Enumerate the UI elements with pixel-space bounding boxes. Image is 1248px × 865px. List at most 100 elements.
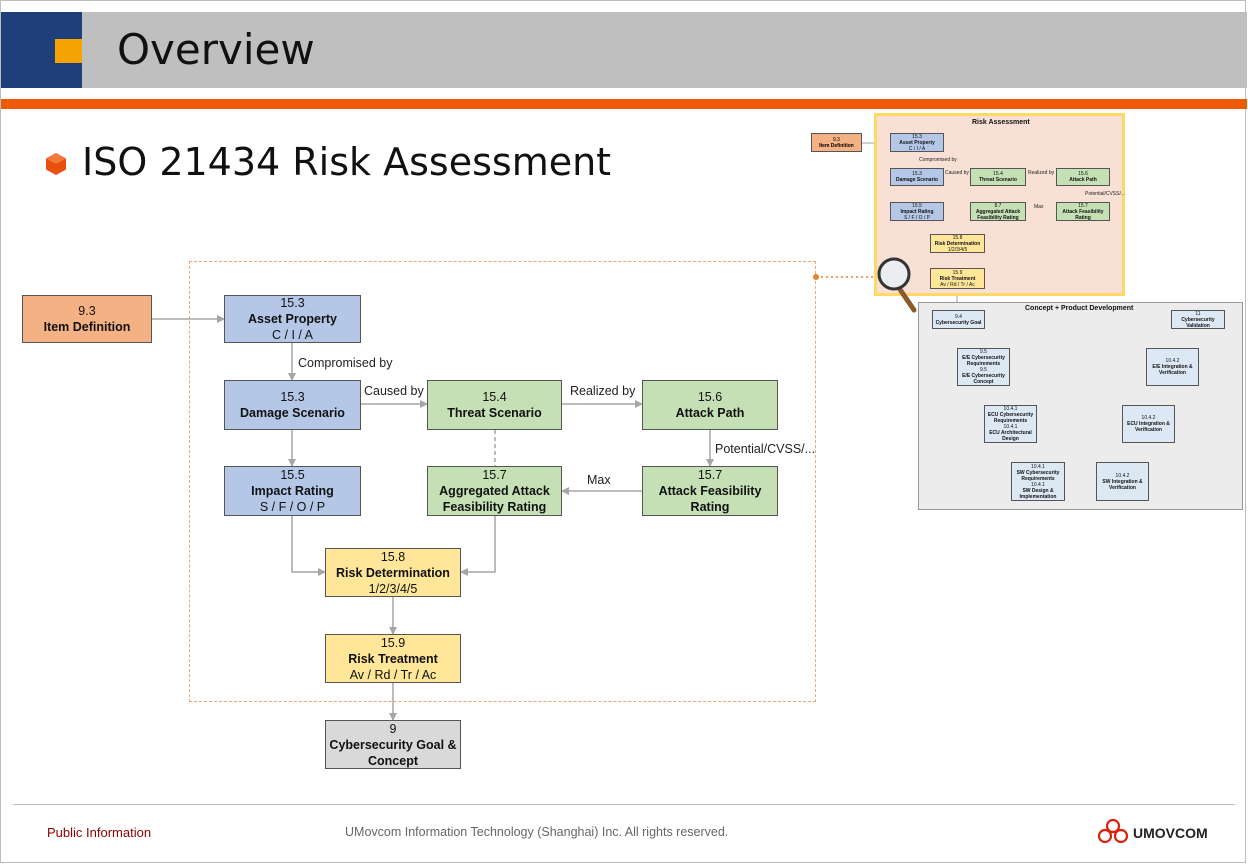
mini-node-threat-scenario: 15.4 Threat Scenario xyxy=(970,168,1026,186)
mini-node-name: SW Cybersecurity Requirements xyxy=(1016,469,1060,482)
mini-node-name: E/E Cybersecurity Concept xyxy=(962,373,1005,385)
node-asset-property: 15.3 Asset Property C / I / A xyxy=(224,295,361,343)
node-name: Risk Treatment xyxy=(348,651,438,666)
mini-node-name: Asset Property xyxy=(899,139,935,146)
mini-node-asset-property: 15.3 Asset Property C / I / A xyxy=(890,133,944,152)
node-attack-path: 15.6 Attack Path xyxy=(642,380,778,430)
mini-node-number: 9.5 xyxy=(980,367,987,373)
node-name: Attack Path xyxy=(675,406,745,420)
mini-concept-title: Concept + Product Development xyxy=(1025,305,1134,312)
node-name: Attack Feasibility Rating xyxy=(658,484,762,514)
mini-node-sw-integration: 10.4.2 SW Integration & Verification xyxy=(1096,462,1149,501)
magnifier-icon xyxy=(877,257,917,313)
node-sub: C / I / A xyxy=(272,328,313,342)
node-number: 15.5 xyxy=(280,468,305,482)
node-aggregated-attack-feasibility: 15.7 Aggregated Attack Feasibility Ratin… xyxy=(427,466,562,516)
node-item-definition: 9.3 Item Definition xyxy=(22,295,152,343)
node-name: Risk Determination xyxy=(336,565,450,580)
mini-node-name: ECU Cybersecurity Requirements xyxy=(987,412,1034,424)
mini-node-number: 10.4.1 xyxy=(1003,406,1018,412)
header-accent-square xyxy=(55,39,82,63)
node-number: 15.4 xyxy=(482,390,507,404)
mini-risk-title: Risk Assessment xyxy=(972,119,1030,126)
edge-aggregated-to-risk xyxy=(460,516,496,576)
mini-node-name: Item Definition xyxy=(819,142,854,149)
mini-node-number: 15.3 xyxy=(912,171,922,177)
node-sub: S / F / O / P xyxy=(259,500,326,514)
node-damage-scenario: 15.3 Damage Scenario xyxy=(224,380,361,430)
mini-node-name: Attack Path xyxy=(1069,177,1097,183)
mini-concept-panel xyxy=(918,302,1243,510)
mini-node-ecu-requirements: 10.4.1 ECU Cybersecurity Requirements 10… xyxy=(984,405,1037,443)
mini-node-name: Threat Scenario xyxy=(979,177,1017,183)
section-title: ISO 21434 Risk Assessment xyxy=(82,140,612,184)
mini-node-ecu-integration: 10.4.2 ECU Integration & Verification xyxy=(1122,405,1175,443)
zoom-link-dot xyxy=(813,274,819,280)
mini-node-risk-treatment: 15.9 Risk Treatment Av / Rd / Tr / Ac xyxy=(930,268,985,289)
mini-node-name: SW Integration & Verification xyxy=(1102,478,1143,491)
mini-label-realized-by: Realized by xyxy=(1028,170,1055,176)
page-title: Overview xyxy=(117,25,315,74)
mini-node-name: Damage Scenario xyxy=(896,177,938,183)
edge-label-potential: Potential/CVSS/... xyxy=(715,442,816,456)
node-impact-rating: 15.5 Impact Rating S / F / O / P xyxy=(224,466,361,516)
node-name: Aggregated Attack Feasibility Rating xyxy=(439,484,550,514)
mini-node-name: Risk Determination xyxy=(934,240,981,247)
mini-node-sw-requirements: 10.4.1 SW Cybersecurity Requirements 10.… xyxy=(1011,462,1065,501)
node-cybersecurity-goal: 9 Cybersecurity Goal & Concept xyxy=(325,720,461,769)
edge-label-max: Max xyxy=(587,473,611,487)
node-risk-treatment: 15.9 Risk Treatment Av / Rd / Tr / Ac xyxy=(325,634,461,683)
node-sub: Av / Rd / Tr / Ac xyxy=(349,667,437,682)
mini-node-number: 11 xyxy=(1195,310,1201,317)
node-number: 15.9 xyxy=(380,635,406,650)
mini-label-compromised-by: Compromised by xyxy=(919,157,957,163)
mini-node-cyber-goal: 9.4 Cybersecurity Goal xyxy=(932,310,985,329)
mini-node-name: SW Design & Implementation xyxy=(1019,487,1057,500)
mini-node-sub: Av / Rd / Tr / Ac xyxy=(940,281,975,288)
mini-node-ee-requirements: 9.5 E/E Cybersecurity Requirements 9.5 E… xyxy=(957,348,1010,386)
mini-node-number: 9.4 xyxy=(955,313,962,320)
mini-node-name: Cybersecurity Validation xyxy=(1181,316,1215,329)
footer-copyright: UMovcom Information Technology (Shanghai… xyxy=(345,825,729,839)
mini-node-name: Attack Feasibility Rating xyxy=(1062,208,1104,221)
mini-node-number: 15.7 xyxy=(1078,202,1088,209)
node-name: Item Definition xyxy=(43,320,131,334)
mini-node-name: Impact Rating xyxy=(900,208,934,215)
mini-node-sub: 1/2/3/4/5 xyxy=(947,246,968,253)
mini-node-sub: C / I / A xyxy=(908,145,926,152)
mini-node-number: 9.5 xyxy=(980,349,987,355)
edge-label-compromised-by: Compromised by xyxy=(298,356,393,370)
footer-classification: Public Information xyxy=(47,825,152,840)
mini-node-number: 9.3 xyxy=(833,136,840,143)
mini-node-name: Aggregated Attack Feasibility Rating xyxy=(975,208,1021,221)
mini-node-damage-scenario: 15.3 Damage Scenario xyxy=(890,168,944,186)
mini-node-number: 15.8 xyxy=(952,234,963,241)
node-name: Asset Property xyxy=(248,312,337,326)
node-number: 15.7 xyxy=(482,468,507,482)
node-name: Cybersecurity Goal & Concept xyxy=(329,737,457,768)
node-attack-feasibility-rating: 15.7 Attack Feasibility Rating xyxy=(642,466,778,516)
node-number: 9 xyxy=(389,721,397,736)
node-number: 15.3 xyxy=(280,390,305,404)
node-number: 15.6 xyxy=(697,390,723,404)
mini-node-sub: S / F / O / P xyxy=(903,214,931,221)
mini-label-caused-by: Caused by xyxy=(945,170,969,176)
mini-node-number: 10.4.1 xyxy=(1031,481,1045,488)
mini-node-number: 10.4.2 xyxy=(1141,415,1156,421)
mini-label-potential: Potential/CVSS/... xyxy=(1085,191,1126,197)
node-number: 15.7 xyxy=(697,468,723,482)
risk-assessment-scope-box xyxy=(189,261,816,702)
mini-node-number: 10.4.2 xyxy=(1165,358,1180,364)
mini-node-number: 15.5 xyxy=(912,202,922,209)
umovcom-logo-icon xyxy=(1097,818,1129,844)
mini-node-number: 15.9 xyxy=(952,269,963,276)
node-number: 9.3 xyxy=(78,304,96,318)
mini-node-name: E/E Integration & Verification xyxy=(1152,364,1193,376)
mini-node-attack-feasibility: 15.7 Attack Feasibility Rating xyxy=(1056,202,1110,221)
header-accent-line xyxy=(1,99,1247,109)
mini-node-item-definition: 9.3 Item Definition xyxy=(811,133,862,152)
node-number: 15.8 xyxy=(380,549,406,564)
mini-node-aggregated-attack: 8.7 Aggregated Attack Feasibility Rating xyxy=(970,202,1026,221)
node-name: Impact Rating xyxy=(251,484,334,498)
